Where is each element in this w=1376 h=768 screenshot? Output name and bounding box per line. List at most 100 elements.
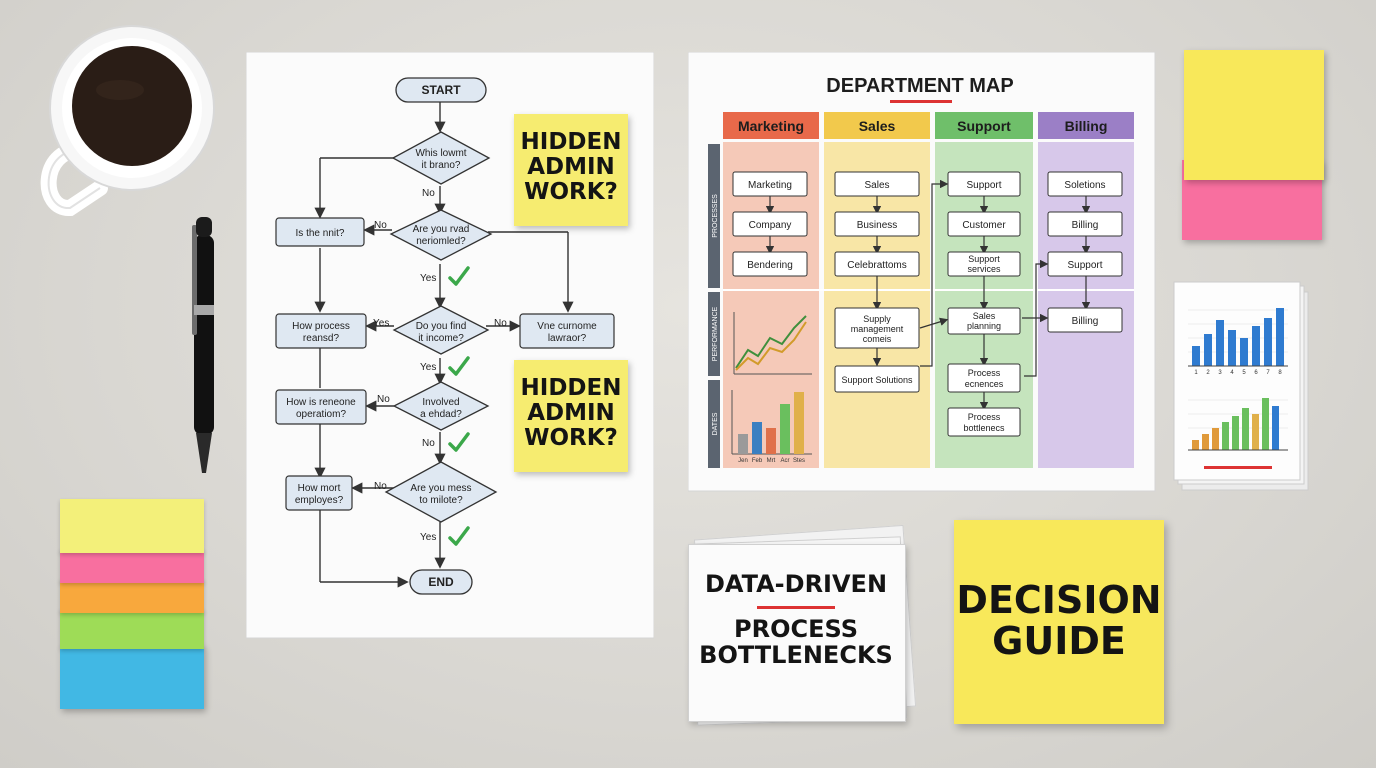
sales-box-4-line3: comeis [863, 334, 892, 344]
decision-4-line2: a ehdad? [420, 409, 462, 420]
pen [192, 217, 214, 473]
chart-card-axis-5: 5 [1242, 370, 1246, 376]
hidden-admin-1-line3: WORK? [524, 178, 618, 205]
decision-4 [392, 381, 490, 431]
support-box-4-line2: planning [967, 321, 1001, 331]
support-box-5-line1: Process [968, 368, 1001, 378]
hidden-admin-2-line1: HIDDEN [520, 375, 622, 401]
decision-1 [391, 131, 491, 185]
card-divider [757, 605, 835, 609]
chart-card-axis-6: 6 [1254, 370, 1258, 376]
flow-start [395, 77, 487, 103]
decision-5-line1: Are you mess [410, 483, 471, 494]
coffee-cup [40, 25, 215, 216]
billing-box-4: Billing [1072, 316, 1099, 327]
sales-box-5: Support Solutions [841, 375, 913, 385]
chart-card-axis-4: 4 [1230, 370, 1234, 376]
sales-box-3: Celebrattoms [847, 260, 906, 271]
check-icon [448, 356, 470, 376]
flow-end-label: END [428, 575, 454, 589]
sticky-note-pink [60, 549, 204, 583]
process-box-2-line2: reansd? [303, 333, 340, 344]
billing-box-2: Billing [1072, 220, 1099, 231]
label-no-3: No [494, 318, 507, 329]
column-label-sales: Sales [859, 118, 896, 134]
check-icon [448, 526, 470, 546]
marketing-box-3: Bendering [747, 260, 793, 271]
chart-card-bar-chart [1192, 308, 1284, 366]
column-header-sales [824, 112, 930, 139]
decision-2-line1: Are you rvad [413, 224, 470, 235]
bar-axis-label-1: Jen [738, 458, 748, 464]
decision-guide-line1: DECISION [956, 578, 1162, 622]
mini-line-chart [733, 312, 812, 375]
process-box-3 [275, 389, 367, 425]
support-box-5-line2: ecnences [965, 379, 1004, 389]
billing-box-3: Support [1067, 260, 1102, 271]
side-label-performance: PERFORMANCE [712, 306, 719, 361]
bar-axis-label-5: Stes [793, 458, 805, 464]
sales-box-2: Business [857, 220, 898, 231]
sales-box-4-line1: Supply [863, 314, 891, 324]
column-header-billing [1038, 112, 1134, 139]
process-box-4-line2: employes? [295, 495, 344, 506]
label-yes-1: Yes [420, 273, 436, 284]
process-box-2 [275, 313, 367, 349]
card-title-line3: BOTTLENECKS [699, 640, 893, 669]
process-box-5-line2: lawraor? [548, 333, 587, 344]
department-map-title: DEPARTMENT MAP [826, 75, 1013, 97]
decision-1-line1: Whis lowmt [415, 148, 466, 159]
marketing-box-2: Company [749, 220, 792, 231]
bar-axis-label-4: Acr [781, 458, 790, 464]
process-box-4-line1: How mort [298, 483, 341, 494]
sticky-note-green [60, 609, 204, 649]
chart-card-axis-3: 3 [1218, 370, 1222, 376]
decision-5 [384, 461, 498, 523]
sales-box-1: Sales [864, 180, 889, 191]
decision-3 [392, 305, 490, 355]
sales-box-4-line2: management [851, 324, 904, 334]
label-no-1: No [422, 188, 435, 199]
column-label-marketing: Marketing [738, 118, 804, 134]
process-box-5 [519, 313, 615, 349]
check-icon [448, 432, 470, 452]
decision-2 [389, 209, 493, 261]
chart-card-axis-2: 2 [1206, 370, 1210, 376]
decision-5-line2: to milote? [419, 495, 463, 506]
label-no-5: No [422, 438, 435, 449]
label-no-4: No [377, 394, 390, 405]
support-box-1: Support [966, 180, 1001, 191]
support-box-6-line2: bottlenecs [963, 423, 1005, 433]
sticky-note-orange [60, 579, 204, 613]
department-map-poster: DEPARTMENT MAP Marketing Sales Support B… [688, 52, 1156, 492]
check-icon [448, 266, 470, 286]
chart-card-axis-7: 7 [1266, 370, 1270, 376]
sticky-pad-yellow [1184, 50, 1324, 180]
side-label-dates: DATES [712, 412, 719, 435]
bar-axis-label-2: Feb [752, 458, 763, 464]
sticky-note-hidden-admin-2: HIDDEN ADMIN WORK? [514, 360, 628, 472]
title-underline [890, 100, 952, 103]
process-box-5-line1: Vne curnome [537, 321, 597, 332]
marketing-box-1: Marketing [748, 180, 792, 191]
billing-box-1: Soletions [1064, 180, 1105, 191]
sticky-note-blue [60, 645, 204, 709]
decision-3-line1: Do you find [416, 321, 467, 332]
mini-bar-chart: Jen Feb Mrt Acr Stes [731, 390, 812, 464]
hidden-admin-2-line3: WORK? [524, 424, 618, 451]
column-label-billing: Billing [1065, 118, 1108, 134]
hidden-admin-1-line1: HIDDEN [520, 129, 622, 155]
index-card-stack: DATA-DRIVEN PROCESS BOTTLENECKS [680, 524, 920, 728]
decision-guide-line2: GUIDE [992, 619, 1126, 664]
process-box-3-line1: How is reneone [286, 397, 356, 408]
label-no-2: No [374, 220, 387, 231]
process-box-1-label: Is the nnit? [296, 228, 345, 239]
chart-card-axis-1: 1 [1194, 370, 1198, 376]
process-box-4 [285, 475, 353, 511]
column-header-support [935, 112, 1033, 139]
sticky-note-hidden-admin-1: HIDDEN ADMIN WORK? [514, 114, 628, 226]
side-label-processes: PROCESSES [712, 194, 719, 238]
flow-start-label: START [421, 83, 461, 97]
process-box-2-line1: How process [292, 321, 350, 332]
label-yes-2: Yes [373, 318, 389, 329]
